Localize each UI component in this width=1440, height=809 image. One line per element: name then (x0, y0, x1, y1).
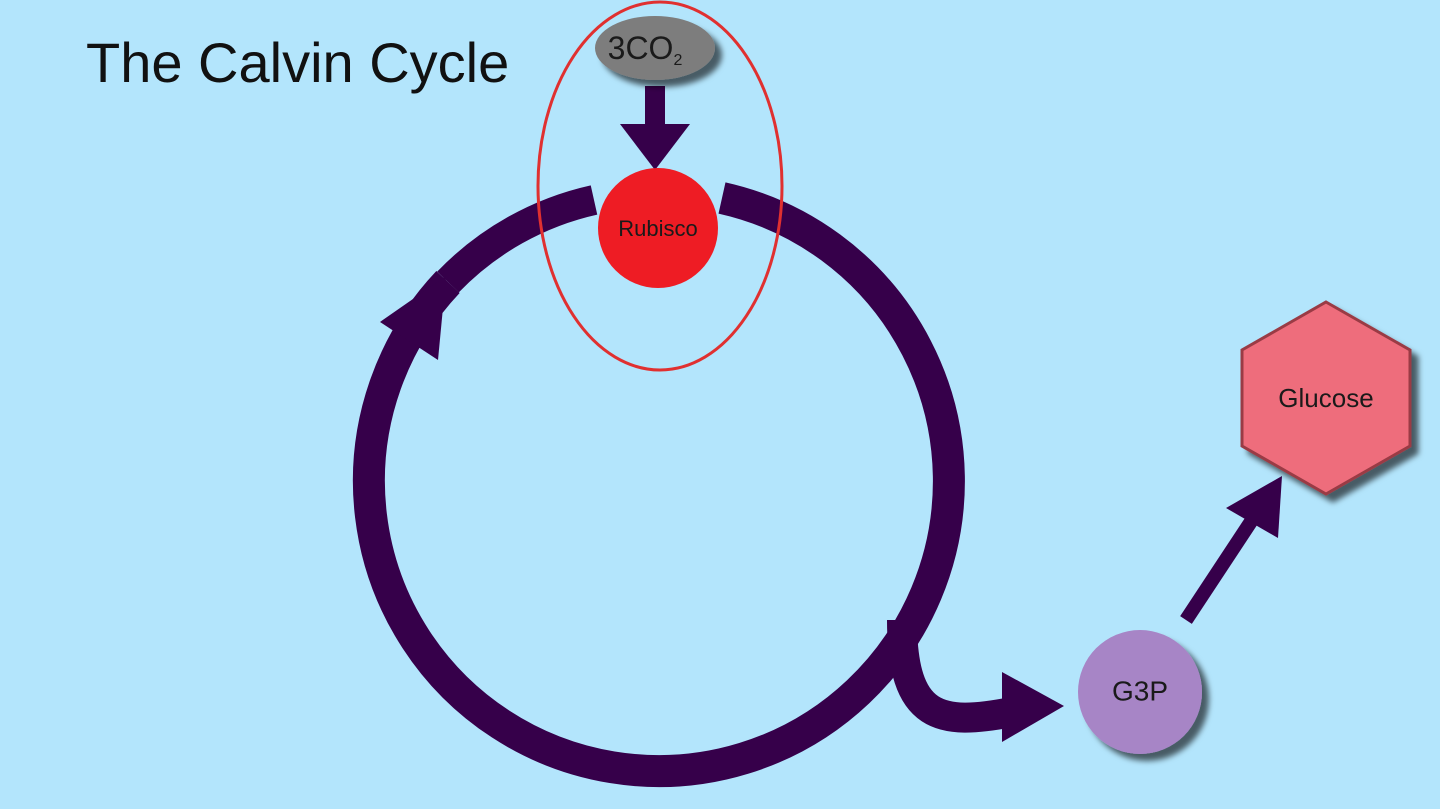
g3p-circle (1078, 630, 1202, 754)
co2-label-subscript: 2 (673, 52, 682, 69)
g3p-to-glucose-arrowhead (1226, 476, 1282, 538)
co2-input-node: 3CO2 (595, 16, 715, 80)
cycle-arrowhead (380, 276, 446, 360)
g3p-label: G3P (1112, 675, 1168, 706)
rubisco-circle (598, 168, 718, 288)
rubisco-label: Rubisco (618, 216, 697, 241)
co2-arrowhead (620, 124, 690, 170)
branch-to-g3p-arrow-shaft (887, 619, 1015, 733)
cycle-arc (352, 182, 965, 788)
glucose-hexagon (1240, 300, 1412, 496)
g3p-to-glucose-arrow-shaft (1180, 516, 1258, 624)
rubisco-node: Rubisco (598, 168, 718, 288)
co2-label-prefix: 3CO (608, 30, 674, 66)
co2-label: 3CO2 (608, 30, 683, 69)
co2-arrow-shaft (645, 86, 665, 130)
glucose-node: Glucose (1240, 300, 1412, 496)
page-title: The Calvin Cycle (86, 31, 509, 94)
glucose-label: Glucose (1278, 383, 1373, 413)
highlight-ring (536, 0, 784, 372)
g3p-node: G3P (1078, 630, 1202, 754)
branch-to-g3p-arrowhead (1002, 672, 1064, 742)
co2-oval (595, 16, 715, 80)
cycle-arc-top-left-segment (437, 185, 598, 293)
